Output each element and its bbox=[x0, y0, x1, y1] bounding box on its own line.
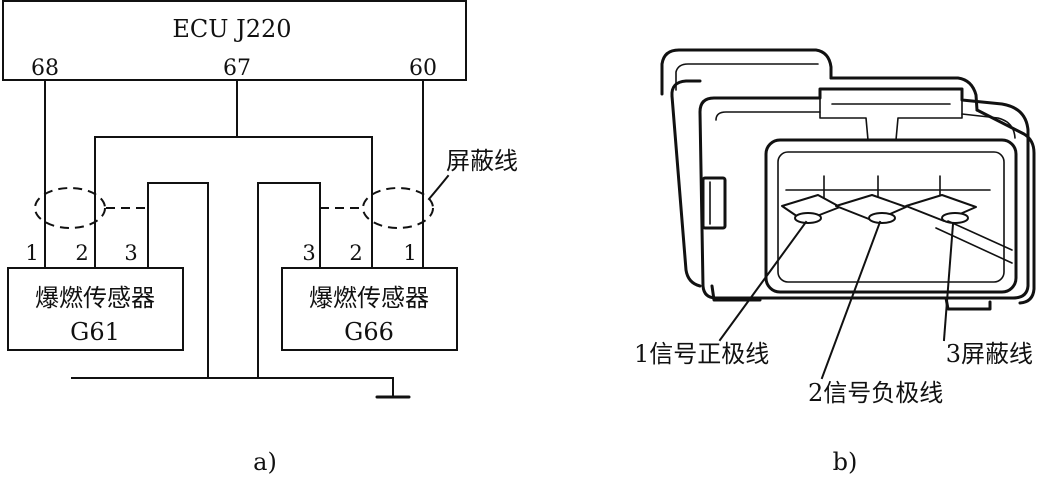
connector-shell-top-left bbox=[670, 79, 702, 98]
pin-1-label: 1信号正极线 bbox=[634, 340, 769, 368]
connector-pin-1-tip bbox=[794, 212, 822, 224]
ecu-label: ECU J220 bbox=[172, 15, 291, 43]
shield-leader-line bbox=[427, 174, 450, 201]
g61-pin-label: 3 bbox=[124, 241, 137, 265]
connector-ramp-upper bbox=[947, 220, 1013, 251]
ecu-pin-60-label: 60 bbox=[409, 56, 437, 81]
connector-latch-right bbox=[895, 99, 963, 141]
sensor-g66-box bbox=[281, 267, 458, 351]
ecu-box bbox=[2, 0, 467, 81]
shield-label: 屏蔽线 bbox=[446, 147, 518, 175]
g61-pin-label: 1 bbox=[25, 241, 38, 265]
connector-side-window bbox=[701, 176, 727, 230]
g66-pin-label: 2 bbox=[349, 241, 362, 265]
sensor-g61-box bbox=[7, 267, 184, 351]
connector-rear-flap bbox=[660, 48, 833, 96]
connector-ramp-lower bbox=[935, 227, 1013, 264]
shield-wire-g61 bbox=[147, 182, 209, 379]
sensor-g66-id: G66 bbox=[344, 318, 394, 346]
connector-pin-3-tip bbox=[941, 212, 969, 224]
wiring-diagram: ECU J220 68 67 60 屏蔽线 1 2 3 爆燃传感器 G61 bbox=[2, 0, 518, 476]
connector-pin-2-tip bbox=[868, 212, 896, 224]
connector-front-frame-inner bbox=[715, 111, 1016, 139]
shield-ellipse-right bbox=[362, 187, 434, 229]
caption-b: b) bbox=[833, 448, 858, 476]
pin-2-label: 2信号负极线 bbox=[808, 379, 943, 407]
pin-3-leader-line bbox=[942, 222, 955, 342]
shield-wire-g66 bbox=[257, 182, 321, 379]
pin-3-label: 3屏蔽线 bbox=[946, 340, 1033, 368]
connector-illustration: 1信号正极线 2信号负极线 3屏蔽线 b) bbox=[634, 48, 1036, 476]
connector-opening-inner bbox=[777, 151, 1005, 283]
shield-ellipse-left bbox=[34, 187, 106, 229]
sensor-g61-id: G61 bbox=[70, 318, 120, 346]
connector-front-frame bbox=[698, 87, 1030, 300]
ecu-pin-67-label: 67 bbox=[223, 56, 251, 81]
connector-shell-left-side bbox=[670, 94, 702, 288]
pin-1-leader-line bbox=[718, 220, 808, 342]
connector-latch-left bbox=[819, 97, 869, 141]
g61-pin-label: 2 bbox=[75, 241, 88, 265]
ecu-pin-68-label: 68 bbox=[31, 56, 59, 81]
sensor-g66-name: 爆燃传感器 bbox=[309, 284, 429, 312]
caption-a: a) bbox=[253, 448, 277, 476]
g66-pin-label: 1 bbox=[403, 241, 416, 265]
g66-pin-label: 3 bbox=[302, 241, 315, 265]
sensor-g61-name: 爆燃传感器 bbox=[35, 284, 155, 312]
connector-foot-left bbox=[710, 284, 762, 302]
connector-shell-top-right bbox=[829, 76, 979, 112]
connector-opening bbox=[764, 138, 1018, 294]
connector-foot-right bbox=[944, 296, 992, 311]
connector-rear-flap-edge bbox=[675, 63, 819, 91]
pin-2-leader-line bbox=[820, 220, 882, 380]
